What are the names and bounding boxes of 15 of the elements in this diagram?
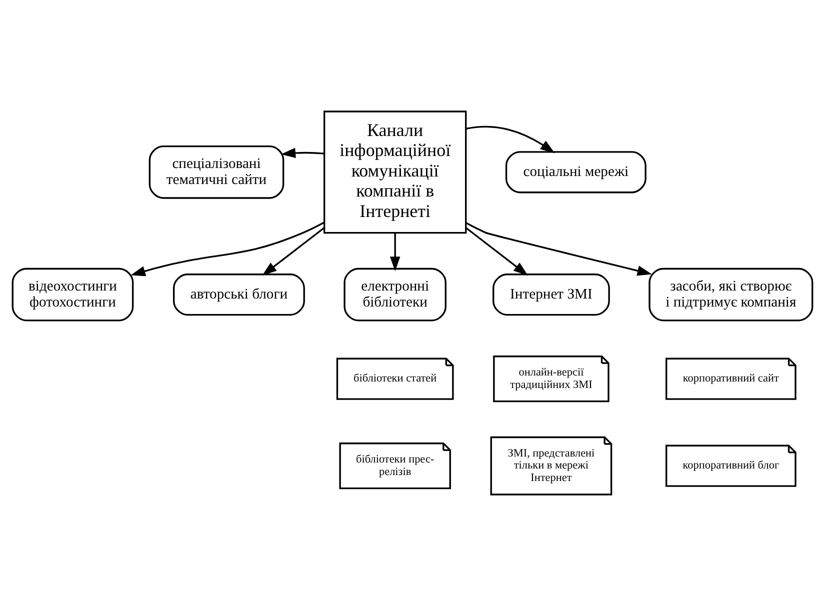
arrow	[280, 147, 324, 158]
node-box: відеохостинги фотохостинги	[12, 267, 134, 321]
arrow	[466, 125, 555, 153]
node-box: спеціалізовані тематичні сайти	[148, 144, 284, 198]
node-box: електронні бібліотеки	[344, 267, 446, 321]
arrow	[466, 222, 652, 276]
arrow	[130, 221, 324, 276]
arrow	[390, 232, 400, 271]
arrow	[466, 226, 528, 276]
arrow	[262, 226, 324, 276]
node-box: авторські блоги	[172, 273, 305, 316]
node-box: засоби, які створює і підтримує компанія	[648, 267, 814, 321]
node-box: Канали інформаційної комунікації компанії в Інтернеті	[323, 110, 467, 234]
node-box: соціальні мережі	[505, 150, 646, 193]
node-box: Інтернет ЗМІ	[492, 273, 610, 316]
